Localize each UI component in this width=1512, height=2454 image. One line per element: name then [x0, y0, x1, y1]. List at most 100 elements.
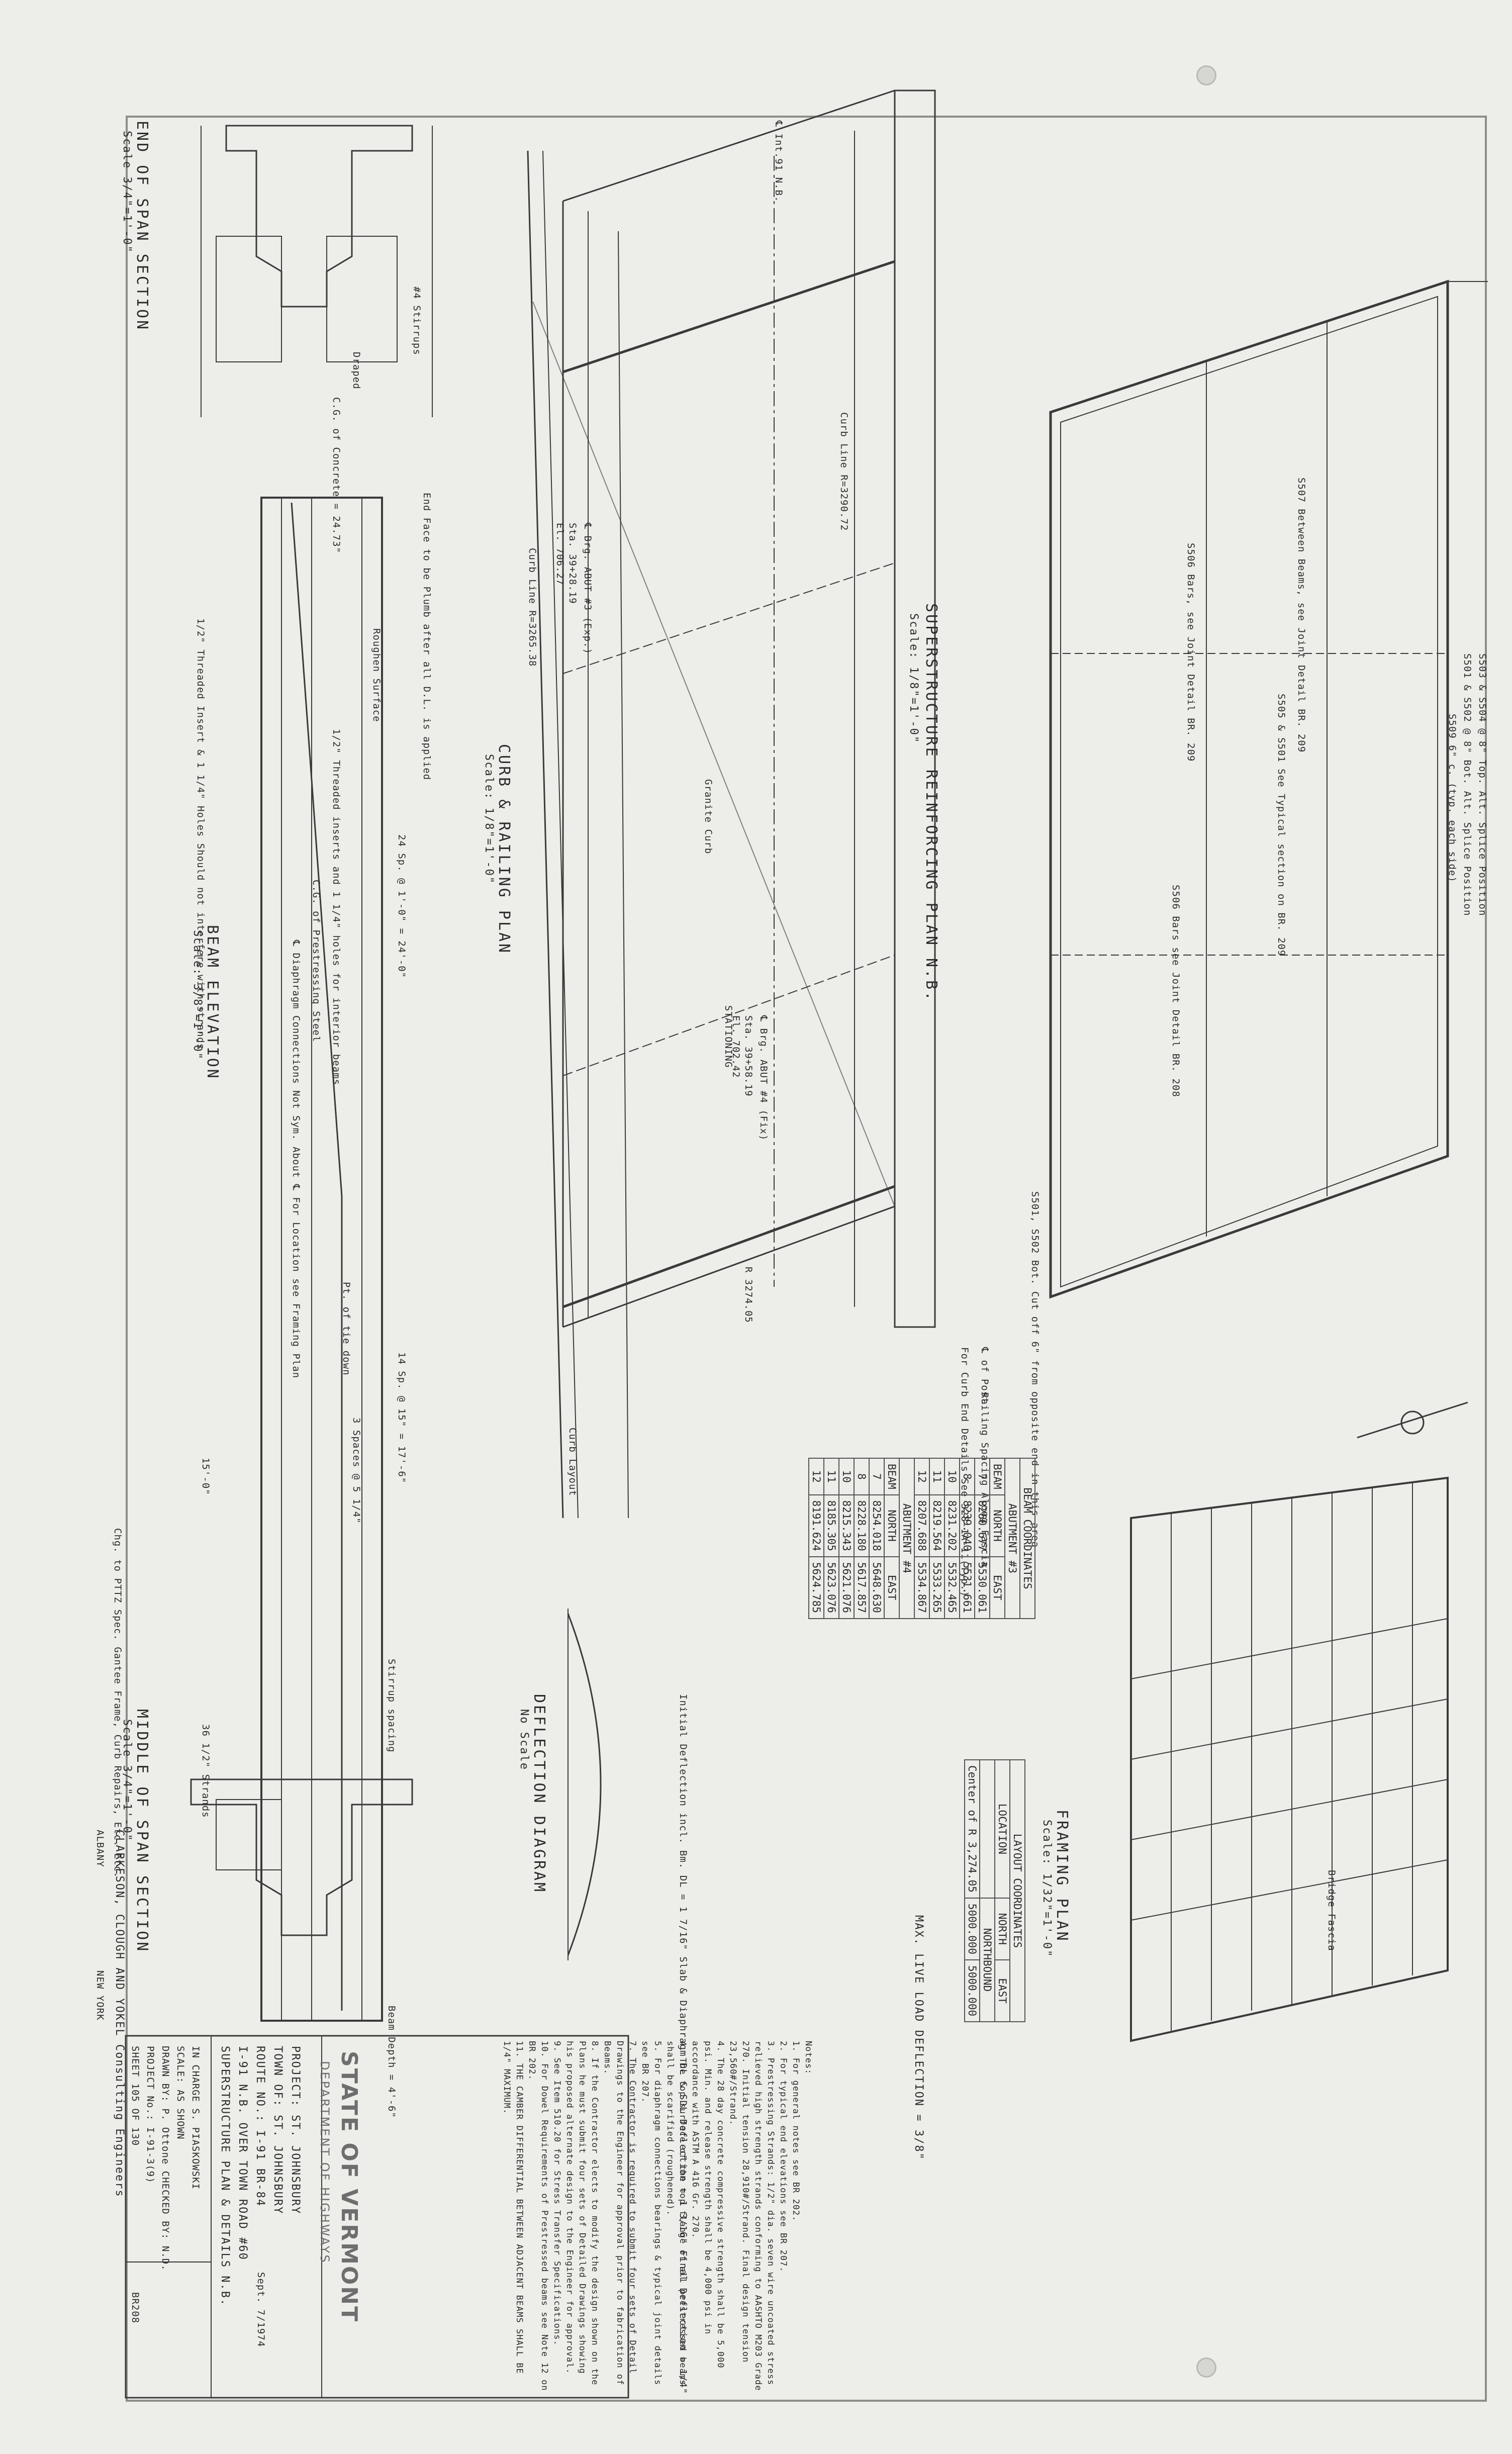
- title-state: STATE OF VERMONT: [336, 2051, 362, 2323]
- label-dim-15: 15'-0": [200, 1458, 211, 1495]
- label-sp-24: 24 Sp. @ 1'-0" = 24'-0": [396, 834, 407, 979]
- label-s503: S503 & S504 @ 8" Top. Alt. Splice Positi…: [1477, 653, 1488, 916]
- title-drawn: DRAWN BY: P. Ottone CHECKED BY: N.D.: [160, 2046, 171, 2271]
- label-curb-layout: Curb Layout: [567, 1428, 578, 1496]
- note-line: 9. See Item 510.20 for Stress Transfer S…: [552, 2041, 562, 2346]
- label-strands: 36 1/2" Strands: [200, 1724, 211, 1818]
- label-stirrup-spacing: Stirrup spacing: [386, 1659, 397, 1753]
- label-s508: S506 Bars see Joint Detail BR. 208: [1170, 885, 1181, 1097]
- title-route: ROUTE NO.: I-91 BR-84: [254, 2046, 266, 2207]
- beam-elevation-title: BEAM ELEVATION: [204, 925, 221, 1080]
- label-sp-14: 14 Sp. @ 15" = 17'-6": [396, 1352, 407, 1484]
- plan-top-edge: [894, 89, 936, 1328]
- deflection-title: DEFLECTION DIAGRAM: [530, 1694, 548, 1894]
- label-albany: ALBANY: [94, 1830, 106, 1867]
- table-row: Center of R 3,274.05 5000.000 5000.000: [965, 1760, 980, 2022]
- label-typ-each-side: S509 6" c. (typ. each side): [1447, 714, 1458, 883]
- plan-scale: Scale: 1/8"=1'-0": [907, 613, 920, 744]
- label-threaded-insert: 1/2" Threaded Insert & 1 1/4" Holes Shou…: [195, 618, 206, 1050]
- general-notes: Notes: 1. For general notes see BR 202. …: [500, 2041, 814, 2393]
- label-beam-depth: Beam Depth = 4'-6": [386, 2006, 397, 2118]
- label-s505: S505 & S501 See Typical section on BR. 2…: [1276, 694, 1287, 957]
- title-project-no: PROJECT No.: I-91-3(9): [145, 2046, 156, 2184]
- note-line: 3. Prestressing Strands: 1/2" dia. seven…: [728, 2041, 776, 2391]
- beam-coords-sub2: ABUTMENT #4: [899, 1458, 914, 1619]
- beam-coords-sub1: ABUTMENT #3: [1005, 1458, 1020, 1619]
- beam-coordinates-table: BEAM COORDINATES ABUTMENT #3 BEAM NORTH …: [808, 1458, 1035, 1619]
- title-dept: DEPARTMENT OF HIGHWAYS: [318, 2061, 332, 2264]
- title-sheet: SHEET 105 OF 130: [130, 2046, 141, 2146]
- label-stirrups: #4 Stirrups: [411, 287, 422, 355]
- label-end-face: End Face to be Plumb after all D.L. is a…: [421, 493, 432, 781]
- note-line: 7. The Contractor is required to submit …: [602, 2041, 637, 2386]
- label-max-ll: MAX. LIVE LOAD DEFLECTION = 3/8": [912, 1915, 925, 2160]
- label-cl-brg-abut3: ℄ Brg. ABUT #3 (Exp.): [582, 523, 593, 654]
- label-roughen: Roughen Surface: [371, 628, 382, 722]
- label-cg-concrete: C.G. of Concrete = 24.73": [331, 397, 342, 553]
- label-sta-3: Sta. 39+28.19: [567, 523, 578, 604]
- note-line: 4. The 28 day concrete compressive stren…: [690, 2041, 725, 2369]
- layout-coords-title: LAYOUT COORDINATES: [1010, 1760, 1025, 2022]
- label-consultant: CLARKESON, CLOUGH AND YOKEL Consulting E…: [113, 1830, 126, 2198]
- note-line: 10. For Dowel Requirements of Prestresse…: [527, 2041, 549, 2391]
- label-el-3: El. 706.27: [554, 523, 565, 586]
- framing-scale: Scale: 1/32"=1'-0": [1041, 1820, 1053, 1958]
- layout-coordinates-table: LAYOUT COORDINATES LOCATION NORTH EAST N…: [964, 1759, 1025, 2022]
- title-desc1: I-91 N.B. OVER TOWN ROAD #60: [236, 2046, 249, 2260]
- note-line: 8. If the Contractor elects to modify th…: [564, 2041, 600, 2386]
- note-line: 1. For general notes see BR 202.: [791, 2041, 801, 2222]
- label-granite-curb: Granite Curb: [703, 779, 714, 855]
- end-span-title: END OF SPAN SECTION: [133, 121, 151, 332]
- label-diaphragm: ℄ Diaphragm Connections Not Sym. About ℄…: [291, 940, 302, 1379]
- mid-span-title: MIDDLE OF SPAN SECTION: [133, 1709, 151, 1953]
- deflection-scale: No Scale: [518, 1709, 530, 1770]
- label-s506: S506 Bars, see Joint Detail BR. 209: [1185, 543, 1196, 762]
- title-town: TOWN OF: ST. JOHNSBURY: [271, 2046, 284, 2215]
- label-curb-line-1: Curb Line R=3290.72: [838, 412, 849, 531]
- punch-hole: [1196, 2357, 1216, 2378]
- label-bridge-fascia: Bridge Fascia: [1326, 1870, 1337, 1951]
- note-line: 4. The top surface of the top flange of …: [665, 2041, 688, 2386]
- col-east: EAST: [990, 1556, 1005, 1619]
- note-line: Notes:: [803, 2041, 813, 2075]
- label-s507: S507 Between Beams, see Joint Detail BR.…: [1296, 478, 1307, 753]
- framing-title: FRAMING PLAN: [1053, 1810, 1071, 1943]
- title-date: Sept. 7/1974: [255, 2272, 266, 2347]
- label-cl-int91: ℄ Int.91 N.B.: [773, 121, 784, 203]
- title-desc2: SUPERSTRUCTURE PLAN & DETAILS N.B.: [219, 2046, 231, 2307]
- label-threaded-inserts: 1/2" Threaded inserts and 1 1/4" holes f…: [331, 729, 342, 1086]
- sheet-border: [126, 116, 1487, 2402]
- label-r3274: R 3274.05: [743, 1267, 754, 1323]
- col-north: NORTH: [990, 1494, 1005, 1557]
- label-orig-note: Chg. to PTTZ Spec. Gantee Frame, Curb Re…: [112, 1528, 123, 1878]
- label-cg-steel: C.G. of Prestressing Steel: [311, 880, 322, 1043]
- beam-coords-title: BEAM COORDINATES: [1020, 1458, 1035, 1619]
- label-curb-line-2: Curb Line R=3265.38: [527, 548, 538, 667]
- title-sheet-id: BR208: [130, 2292, 141, 2324]
- curb-scale: Scale: 1/8"=1'-0": [483, 754, 495, 885]
- label-cl-brg-abut4: ℄ Brg. ABUT #4 (Fix): [758, 1015, 769, 1141]
- label-s501: S501 & S502 @ 8" Bot. Alt. Splice Positi…: [1462, 653, 1473, 916]
- title-scale: SCALE: AS SHOWN: [175, 2046, 186, 2140]
- title-in-charge: IN CHARGE S. PIASKOWSKI: [190, 2046, 201, 2190]
- label-el-4: El. 702.42: [730, 1015, 741, 1078]
- end-span-scale: Scale 3/4"=1'-0": [121, 131, 133, 253]
- plan-title: SUPERSTRUCTURE REINFORCING PLAN N.B.: [922, 603, 940, 1003]
- punch-hole: [1196, 65, 1216, 85]
- label-draped: Draped: [351, 352, 362, 390]
- curb-title: CURB & RAILING PLAN: [495, 744, 513, 955]
- label-tie-down: Pt. of tie down: [341, 1282, 352, 1376]
- title-project: PROJECT: ST. JOHNSBURY: [289, 2046, 302, 2215]
